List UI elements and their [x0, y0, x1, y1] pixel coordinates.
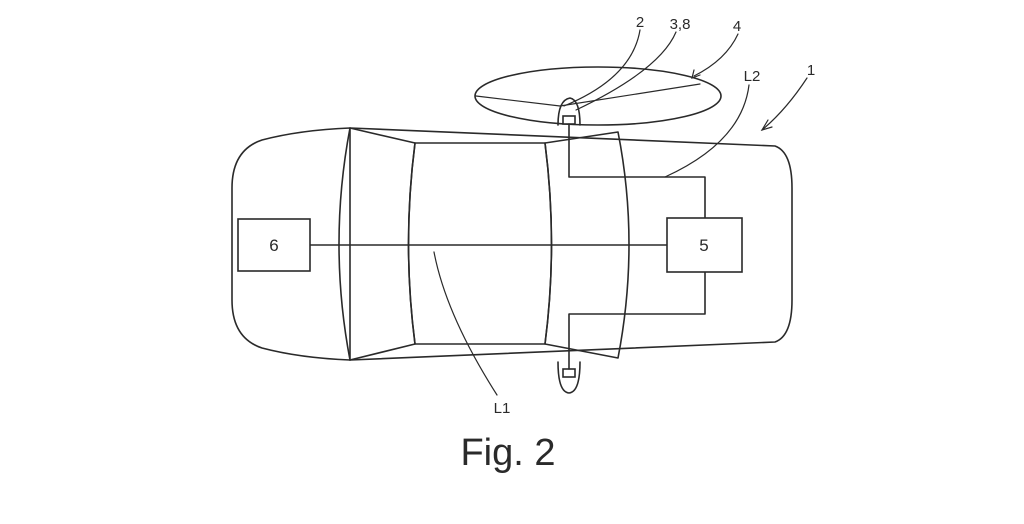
vehicle-body-outline: [231, 127, 793, 361]
label-l2: L2: [744, 68, 761, 85]
label-l1: L1: [494, 400, 511, 417]
windshield: [544, 131, 630, 359]
unit-rear-box: 6: [237, 218, 311, 272]
figure-caption: Fig. 2: [460, 432, 555, 474]
unit-front-box: 5: [666, 217, 743, 273]
unit-rear-label: 6: [269, 236, 278, 255]
signal-lines: [309, 123, 706, 370]
label-1: 1: [807, 62, 815, 79]
detection-zone-ellipse: [474, 66, 722, 126]
label-3-8: 3,8: [670, 16, 691, 33]
leader-lines: [433, 29, 808, 396]
roof-outline: [407, 142, 553, 345]
side-mirror-left: [557, 97, 581, 126]
label-4: 4: [733, 18, 741, 35]
unit-front-label: 5: [699, 236, 708, 255]
label-2: 2: [636, 14, 644, 31]
